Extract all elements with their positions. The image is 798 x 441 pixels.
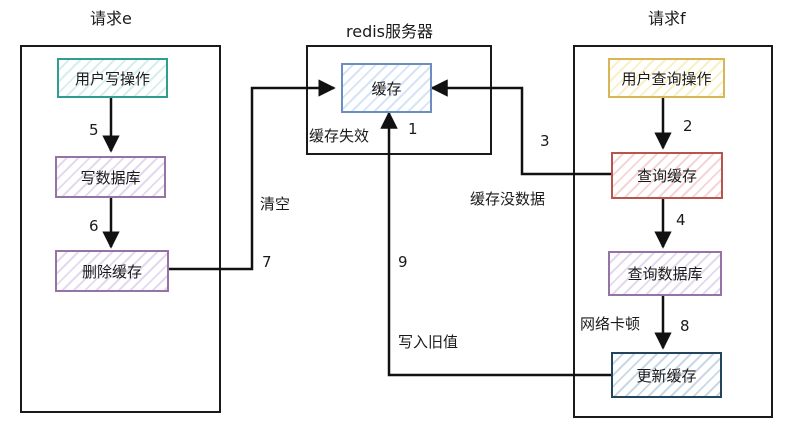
- edge-3: [430, 79, 611, 176]
- step-2-label: 2: [683, 117, 693, 135]
- cache-node: 缓存: [341, 63, 432, 113]
- write-old-value-label: 写入旧值: [398, 333, 459, 351]
- request-e-title: 请求e: [90, 9, 132, 28]
- cache-invalid-label: 缓存失效: [309, 127, 370, 145]
- edge-9: [380, 111, 611, 377]
- request-f-title: 请求f: [648, 9, 686, 28]
- update-cache-node: 更新缓存: [611, 352, 722, 398]
- step-5-label: 5: [89, 121, 99, 139]
- step-1-label: 1: [408, 120, 418, 138]
- step-4-label: 4: [676, 211, 686, 229]
- write-db-node: 写数据库: [55, 156, 166, 198]
- user-write-node: 用户写操作: [57, 58, 168, 98]
- redis-server-title: redis服务器: [346, 22, 434, 41]
- step-9-label: 9: [398, 253, 408, 271]
- step-7-label: 7: [262, 253, 272, 271]
- request-f-frame: [573, 45, 773, 418]
- query-db-node: 查询数据库: [608, 251, 722, 296]
- step-6-label: 6: [89, 217, 99, 235]
- user-query-node: 用户查询操作: [608, 58, 725, 98]
- clear-label: 清空: [260, 195, 291, 213]
- step-3-label: 3: [540, 132, 550, 150]
- request-e-frame: [20, 45, 221, 413]
- query-cache-node: 查询缓存: [611, 152, 723, 199]
- delete-cache-node: 删除缓存: [55, 250, 169, 292]
- cache-miss-label: 缓存没数据: [470, 190, 546, 208]
- network-lag-label: 网络卡顿: [580, 315, 641, 333]
- edge-7: [169, 79, 336, 271]
- step-8-label: 8: [680, 317, 690, 335]
